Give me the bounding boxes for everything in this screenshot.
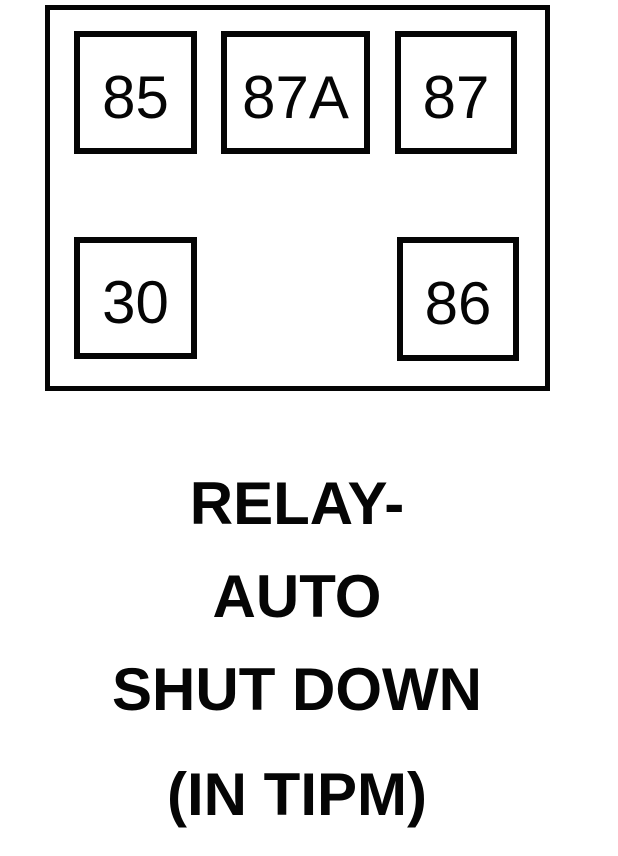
caption-line-auto: AUTO	[212, 563, 382, 630]
pin-label-87: 87	[422, 63, 490, 131]
pin-box-87: 87	[395, 31, 517, 154]
relay-body-outline: 85 87A 87 30 86	[45, 5, 550, 391]
pin-label-30: 30	[102, 269, 169, 336]
caption-line-in-tipm: (IN TIPM)	[167, 761, 427, 828]
caption-line-shut-down: SHUT DOWN	[112, 656, 482, 723]
relay-caption: RELAY- AUTO SHUT DOWN (IN TIPM)	[0, 457, 594, 841]
caption-line-relay: RELAY-	[189, 470, 405, 537]
pin-box-85: 85	[74, 31, 197, 154]
pin-label-85: 85	[102, 63, 169, 131]
pin-box-87a: 87A	[221, 31, 370, 154]
pin-label-87a: 87A	[242, 63, 349, 131]
pin-box-30: 30	[74, 237, 197, 359]
pin-box-86: 86	[397, 237, 519, 361]
pin-label-86: 86	[424, 270, 492, 337]
